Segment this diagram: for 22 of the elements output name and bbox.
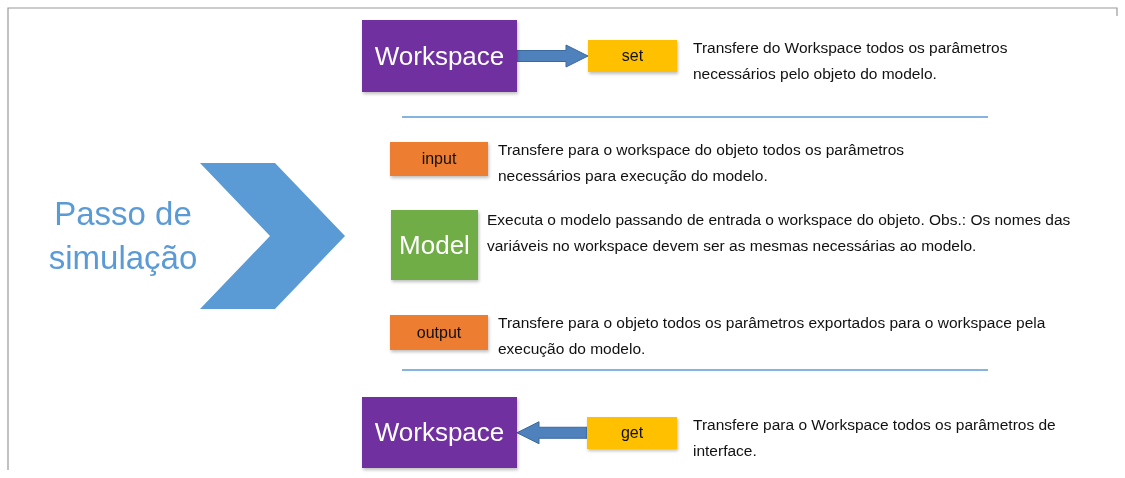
box-label: input [421,150,457,168]
box-label: Workspace [374,417,505,448]
block-arrow [516,421,588,445]
title-text: Passo de simulação [47,194,199,278]
method-box [390,142,488,176]
box-label: set [621,47,644,65]
model-box [391,210,478,280]
box-label: Workspace [374,40,505,72]
workspace-box [362,397,517,468]
box-label: get [620,424,644,442]
description-text: Executa o modelo passando de entrada o workspace do objeto. Obs.: Os nomes das variáveis no workspace devem ser as mesmas necessárias ao modelo. [487,210,1072,256]
description-text: Transfere para o Workspace todos os parâmetros de interface. [693,415,1057,461]
method-box [588,40,677,72]
method-box [390,315,488,350]
method-box [587,417,677,449]
description-text: Transfere para o workspace do objeto todos os parâmetros necessários para execução do modelo. [498,140,906,186]
box-label: Model [399,229,470,261]
description-text: Transfere para o objeto todos os parâmetros exportados para o workspace pela execução do modelo. [498,313,1047,359]
description-text: Transfere do Workspace todos os parâmetros necessários pelo objeto do modelo. [693,38,1009,84]
workspace-box [362,20,517,92]
block-arrow [516,44,589,68]
box-label: output [416,323,462,342]
